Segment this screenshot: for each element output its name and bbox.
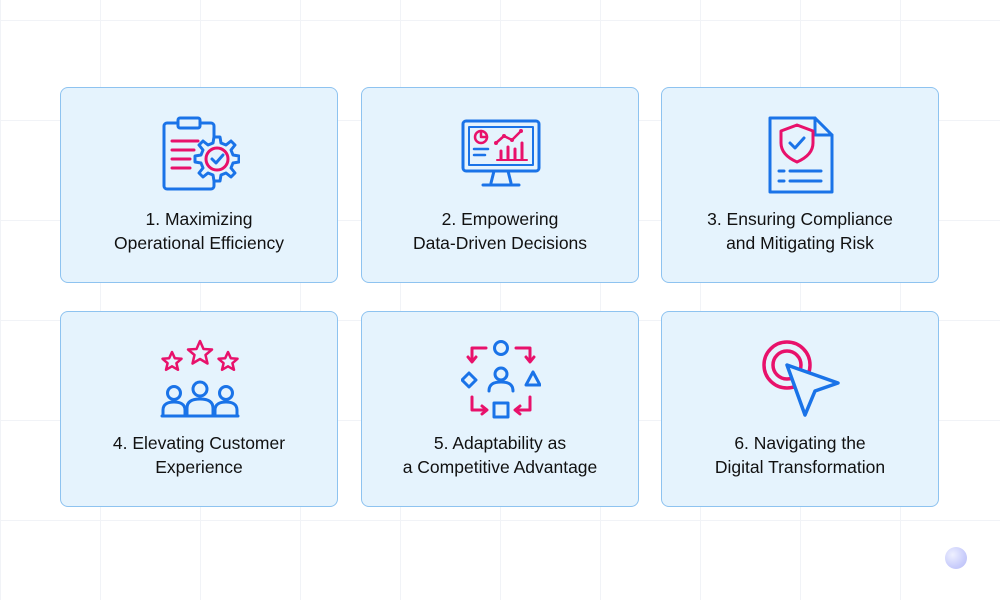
card-title-line-1: 2. Empowering xyxy=(441,209,559,229)
card-compliance-risk: 3. Ensuring Compliance and Mitigating Ri… xyxy=(661,87,939,283)
card-title-line-2: Data-Driven Decisions xyxy=(412,233,588,253)
card-title: 6. Navigating the Digital Transformation xyxy=(662,431,938,479)
cursor-target-icon xyxy=(761,339,841,419)
card-title-line-1: 5. Adaptability as xyxy=(433,433,567,453)
card-title-line-1: 1. Maximizing xyxy=(145,209,253,229)
customers-stars-icon xyxy=(160,339,240,419)
card-title-line-2: a Competitive Advantage xyxy=(402,457,598,477)
card-digital-transformation: 6. Navigating the Digital Transformation xyxy=(661,311,939,507)
card-operational-efficiency: 1. Maximizing Operational Efficiency xyxy=(60,87,338,283)
card-title: 4. Elevating Customer Experience xyxy=(61,431,337,479)
card-title-line-2: Experience xyxy=(155,457,243,477)
card-title: 3. Ensuring Compliance and Mitigating Ri… xyxy=(662,207,938,255)
card-title-line-1: 6. Navigating the xyxy=(734,433,866,453)
card-title-line-2: and Mitigating Risk xyxy=(726,233,874,253)
adaptability-cycle-icon xyxy=(461,339,541,419)
card-title: 1. Maximizing Operational Efficiency xyxy=(61,207,337,255)
clipboard-gear-icon xyxy=(160,115,240,195)
card-title-line-1: 4. Elevating Customer xyxy=(112,433,286,453)
decorative-dot xyxy=(945,547,967,569)
card-title: 5. Adaptability as a Competitive Advanta… xyxy=(362,431,638,479)
shield-document-icon xyxy=(761,115,841,195)
card-data-driven-decisions: 2. Empowering Data-Driven Decisions xyxy=(361,87,639,283)
card-title-line-1: 3. Ensuring Compliance xyxy=(707,209,893,229)
card-customer-experience: 4. Elevating Customer Experience xyxy=(60,311,338,507)
card-title-line-2: Digital Transformation xyxy=(714,457,886,477)
monitor-analytics-icon xyxy=(461,115,541,195)
card-adaptability: 5. Adaptability as a Competitive Advanta… xyxy=(361,311,639,507)
card-title: 2. Empowering Data-Driven Decisions xyxy=(362,207,638,255)
card-title-line-2: Operational Efficiency xyxy=(114,233,284,253)
